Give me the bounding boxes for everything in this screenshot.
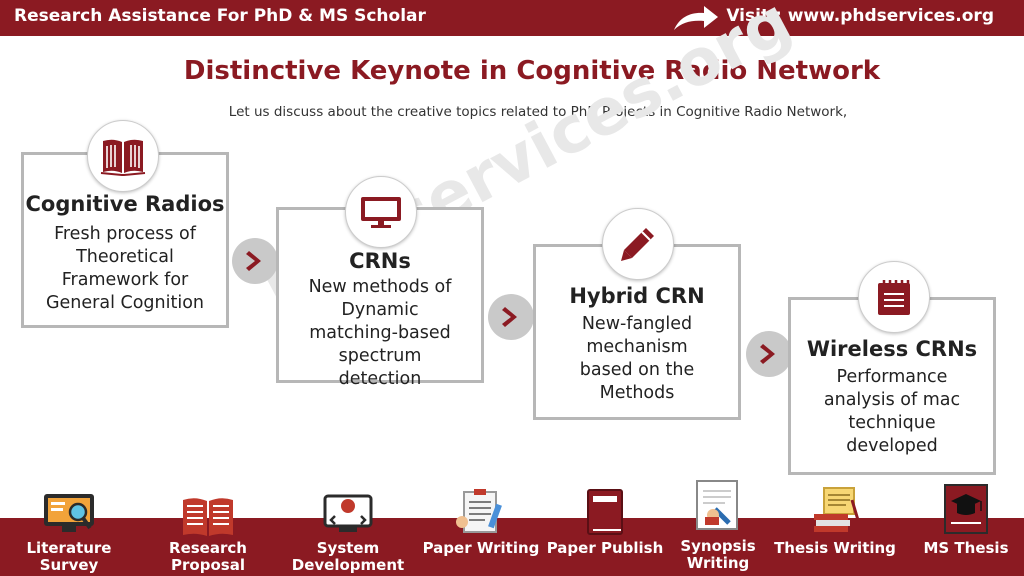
card-icon-circle [87,120,159,192]
service-label: MS Thesis [923,539,1009,557]
card-crns: CRNs New methods of Dynamic matching-bas… [276,207,484,389]
service-label: Literature Survey [26,539,112,574]
card-title: Wireless CRNs [806,337,978,361]
header-tagline: Research Assistance For PhD & MS Scholar [14,6,426,26]
next-chevron-icon [232,238,278,284]
paper-pen-icon [696,480,738,530]
card-title: Hybrid CRN [569,284,705,308]
card-description: New methods of Dynamic matching-based sp… [308,277,452,390]
service-research-proposal[interactable]: Research Proposal [143,486,273,576]
service-label: Paper Publish [546,539,664,557]
service-thesis-writing[interactable]: Thesis Writing [770,486,900,576]
page-subtitle: Let us discuss about the creative topics… [228,104,848,120]
next-chevron-icon [488,294,534,340]
book-icon [100,139,146,176]
graduation-book-icon [944,484,988,534]
curved-arrow-icon [674,6,718,30]
monitor-magnifier-icon [44,494,94,532]
notepad-icon [878,280,910,315]
service-label: Thesis Writing [774,539,896,557]
service-synopsis-writing[interactable]: Synopsis Writing [653,478,783,576]
header-bar: Research Assistance For PhD & MS Scholar… [0,0,1024,36]
service-label: System Development [291,539,405,574]
scroll-books-icon [814,487,860,532]
card-icon-circle [602,208,674,280]
card-title: Cognitive Radios [25,192,225,216]
closed-book-icon [587,489,623,535]
service-label: Synopsis Writing [680,537,756,572]
computer-code-icon [323,494,373,532]
page-title: Distinctive Keynote in Cognitive Radio N… [183,56,881,86]
service-paper-publish[interactable]: Paper Publish [540,486,670,576]
website-link[interactable]: Visit : www.phdservices.org [726,6,994,26]
card-title: CRNs [349,249,411,273]
open-book-icon [183,498,233,536]
service-ms-thesis[interactable]: MS Thesis [901,482,1024,576]
clipboard-pen-icon [456,489,502,533]
card-description: Fresh process of Theoretical Framework f… [45,224,205,314]
services-bar [0,518,1024,576]
card-icon-circle [858,261,930,333]
service-literature-survey[interactable]: Literature Survey [4,486,134,576]
service-system-development[interactable]: System Development [283,486,413,576]
pencil-icon [621,228,654,261]
monitor-icon [361,197,401,228]
card-description: Performance analysis of mac technique de… [823,367,961,457]
service-paper-writing[interactable]: Paper Writing [416,486,546,576]
service-label: Research Proposal [169,539,247,574]
service-label: Paper Writing [422,539,540,557]
card-icon-circle [345,176,417,248]
card-cognitive-radios: Cognitive Radios Fresh process of Theore… [21,152,229,328]
card-description: New-fangled mechanism based on the Metho… [579,314,695,404]
card-hybrid-crn: Hybrid CRN New-fangled mechanism based o… [533,244,741,420]
next-chevron-icon [746,331,792,377]
